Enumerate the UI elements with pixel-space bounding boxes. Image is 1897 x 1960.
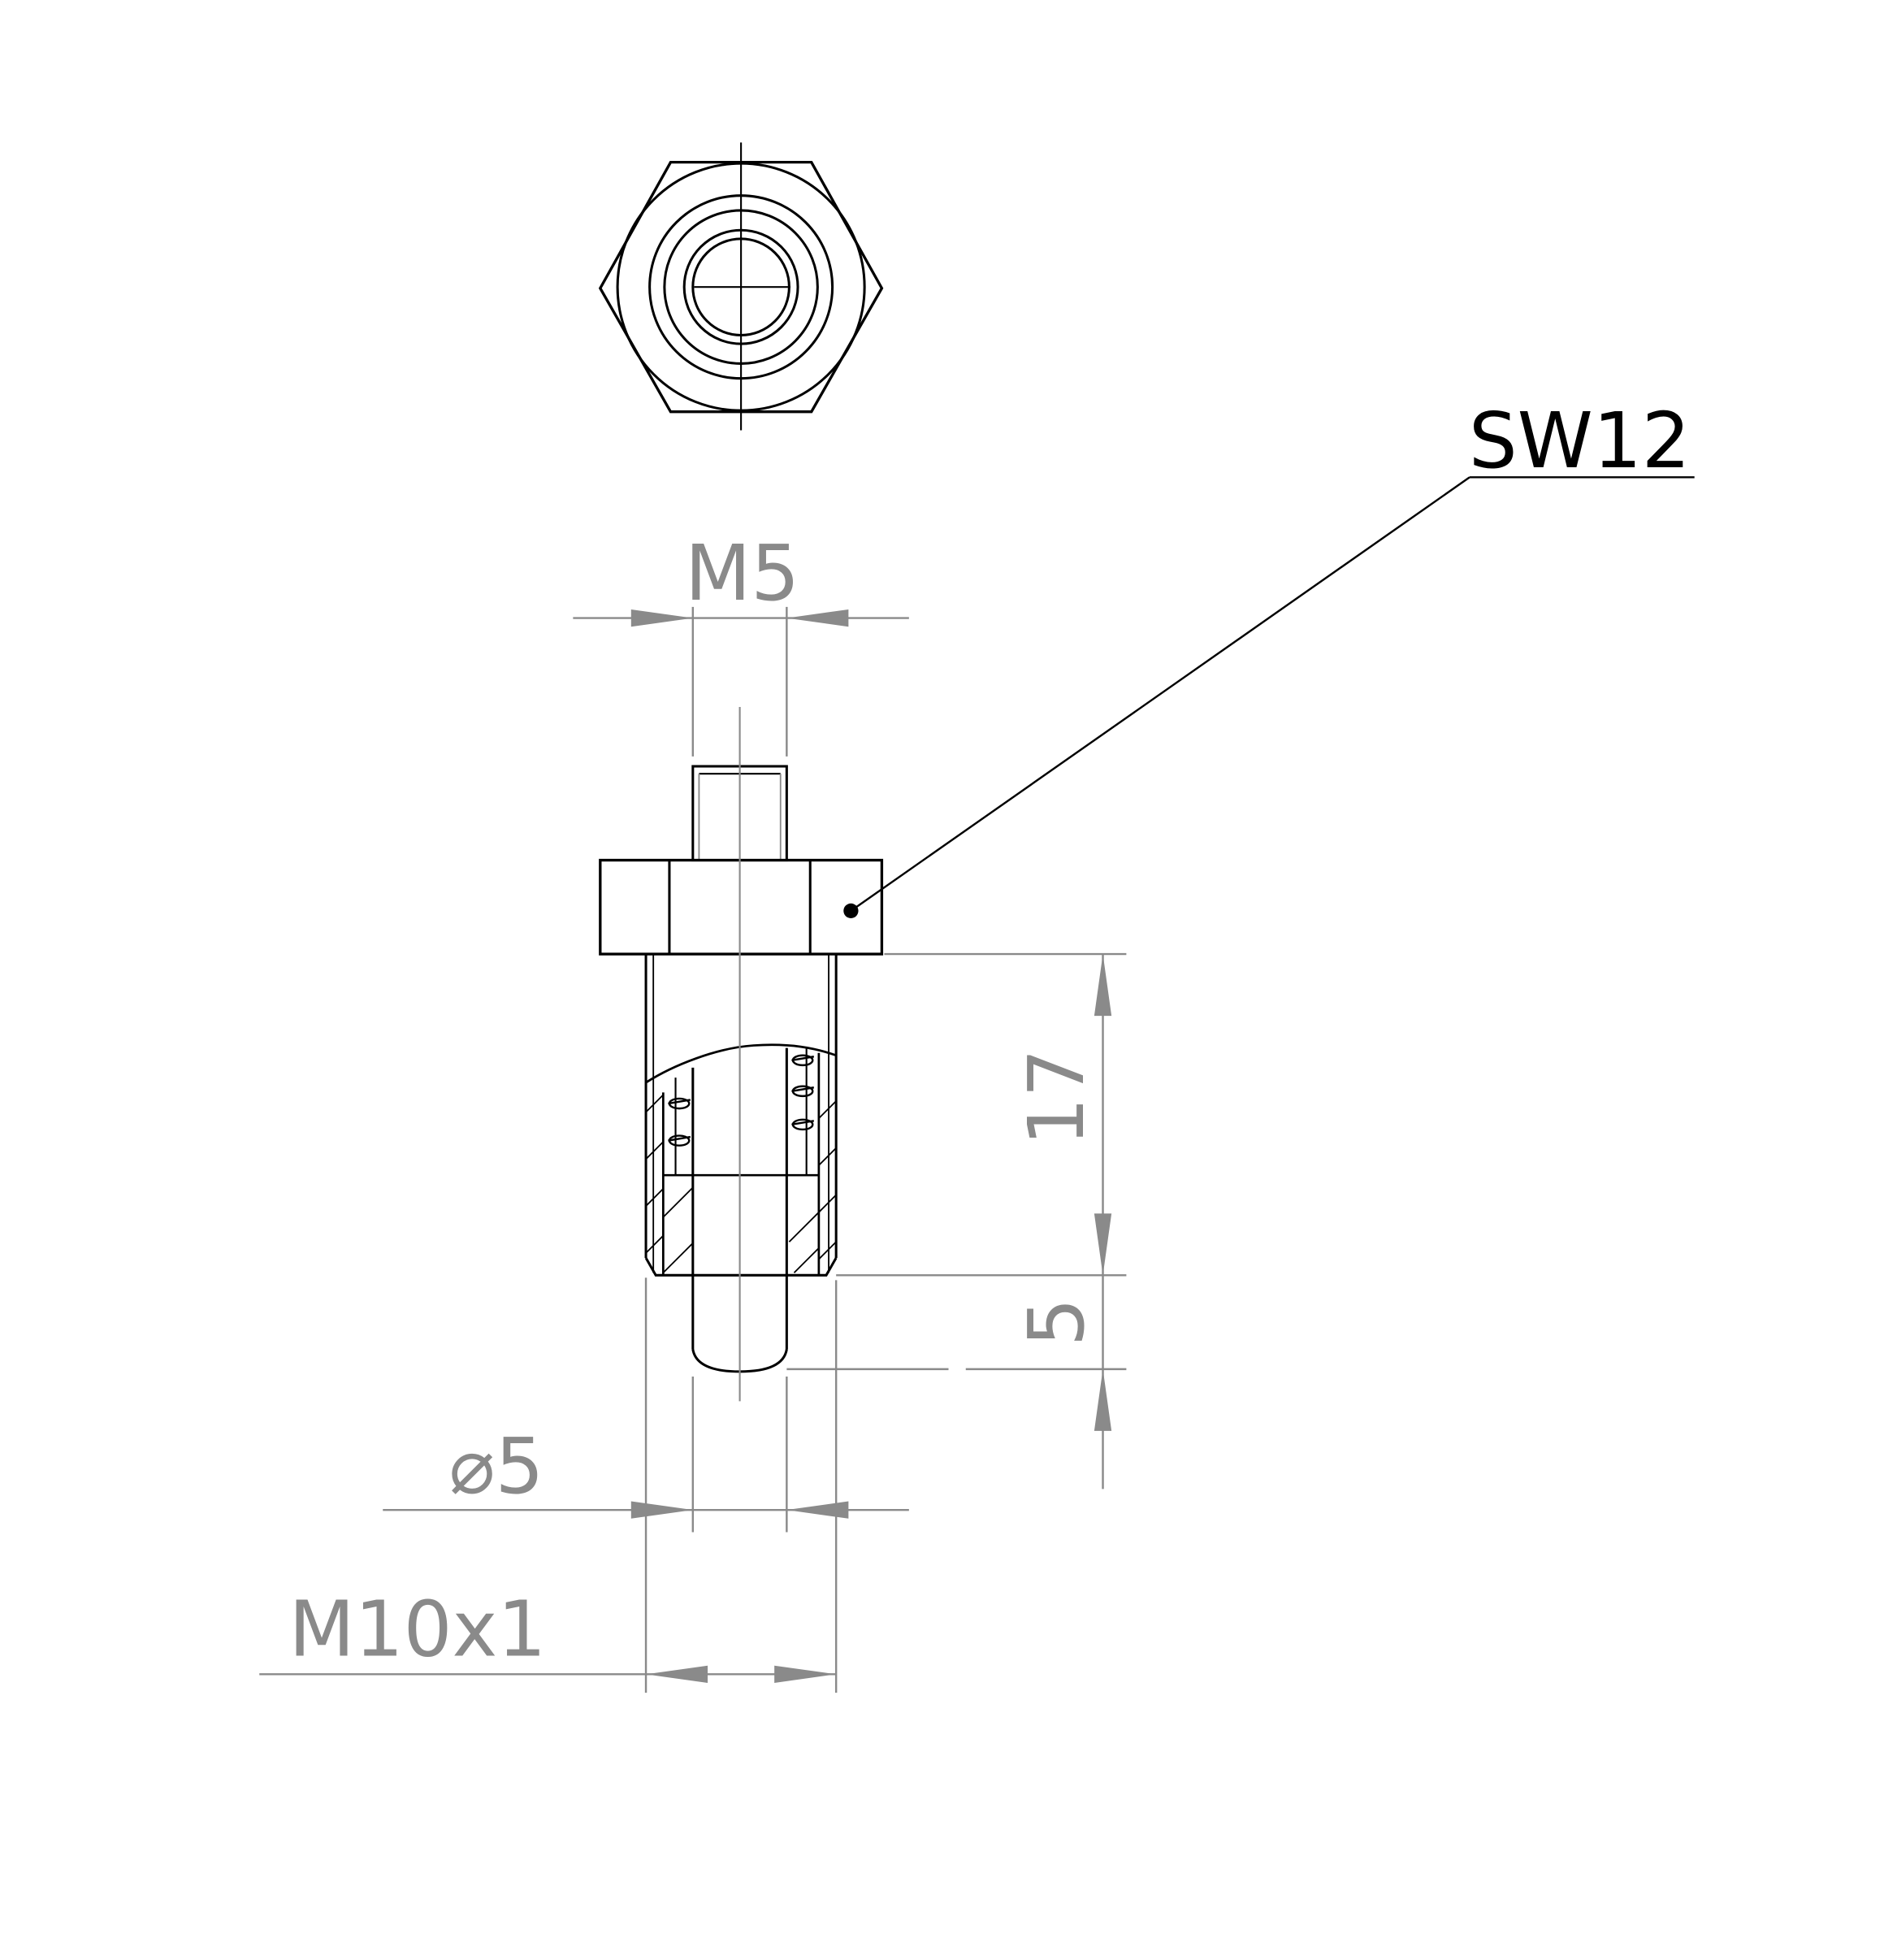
dim-label-m5: M5 — [685, 530, 799, 618]
dim-label-17: 17 — [1013, 1048, 1102, 1146]
callout-leader — [850, 476, 1695, 912]
callout-label-sw12: SW12 — [1469, 397, 1691, 486]
dim-label-diameter-5: ⌀5 — [449, 1423, 544, 1511]
body-bottom-chamfer — [644, 1257, 838, 1277]
dim-label-5: 5 — [1013, 1298, 1102, 1346]
dimension-lines — [259, 606, 1127, 1693]
dim-label-m10x1: M10x1 — [288, 1586, 546, 1675]
side-view — [599, 707, 884, 1402]
top-view — [598, 142, 884, 431]
section-hatching — [645, 1094, 837, 1273]
hex-outline — [598, 160, 884, 414]
spring-coils — [668, 1054, 815, 1147]
break-line — [645, 1043, 837, 1084]
hex-nut-side — [599, 858, 884, 956]
plunger-pin — [663, 1047, 819, 1373]
